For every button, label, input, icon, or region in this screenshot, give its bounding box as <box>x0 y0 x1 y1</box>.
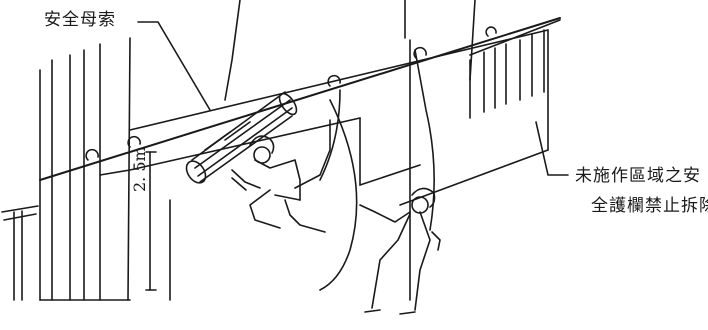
right-guardrail <box>470 20 560 118</box>
height-label: 2. 5m <box>130 146 149 192</box>
guardrail-note-leader <box>536 122 568 175</box>
safety-lifeline <box>40 18 560 180</box>
left-guardrail <box>2 206 38 300</box>
wall-panel <box>100 0 548 300</box>
pipe-bundle <box>183 91 300 187</box>
guardrail-note-line1: 未施作區域之安 <box>575 168 701 185</box>
worker-2-lanyard <box>415 50 434 230</box>
lifeline-leader <box>138 22 210 110</box>
worker-1 <box>232 120 330 232</box>
lifeline-label: 安全母索 <box>44 12 116 29</box>
loose-rope <box>320 100 357 290</box>
guardrail-note-line2: 全護欄禁止拆除 <box>591 198 708 215</box>
worker-2 <box>360 188 440 314</box>
